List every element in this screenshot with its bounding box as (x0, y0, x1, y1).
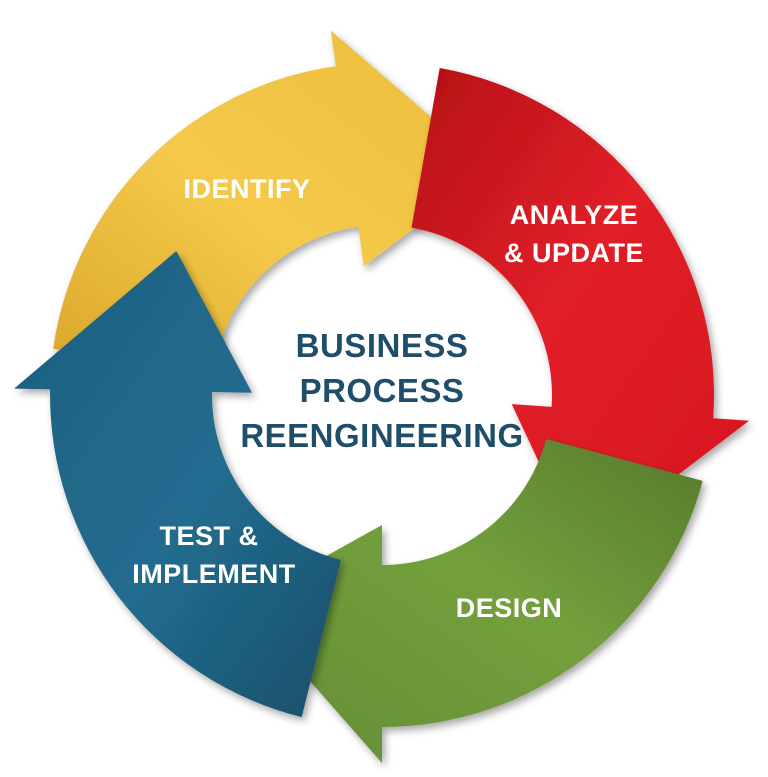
design-label: DESIGN (456, 593, 563, 623)
center-title: BUSINESS PROCESS REENGINEERING (240, 327, 523, 454)
identify-label: IDENTIFY (183, 174, 310, 204)
design-arrow (241, 439, 703, 763)
test-implement-arrow (14, 251, 341, 718)
stage-labels: IDENTIFY ANALYZE & UPDATE DESIGN TEST & … (132, 174, 644, 623)
center-title-line-1: BUSINESS (296, 327, 469, 364)
analyze-label: ANALYZE (510, 200, 639, 230)
cycle-arrows (14, 30, 750, 763)
center-title-line-3: REENGINEERING (240, 417, 523, 454)
update-label: & UPDATE (504, 238, 644, 268)
implement-label: IMPLEMENT (132, 559, 296, 589)
test-label: TEST & (159, 521, 258, 551)
center-title-line-2: PROCESS (300, 372, 465, 409)
analyze-update-arrow (411, 68, 750, 550)
